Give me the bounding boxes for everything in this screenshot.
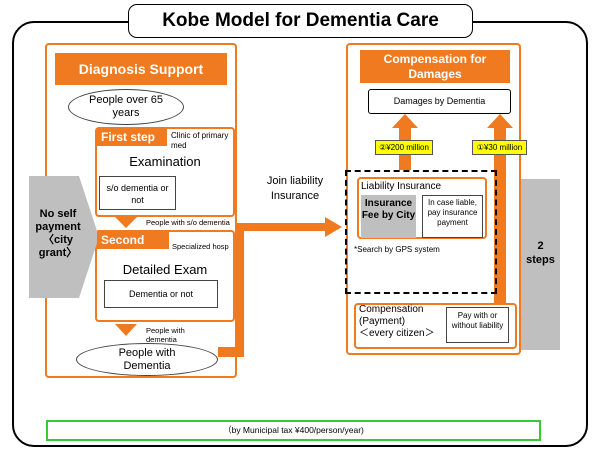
liability-dashed-frame: [345, 170, 497, 294]
no-self-line-2: payment: [35, 221, 81, 233]
in-case-liable-box: In case liable, pay insurance payment: [422, 195, 483, 238]
people-with-dementia-ellipse: People with Dementia: [76, 343, 218, 376]
compensation-line-1: Compensation: [359, 304, 424, 315]
second-step-note: Specialized hosp: [172, 242, 229, 251]
compensation-line-3: ＜every citizen＞: [359, 328, 435, 339]
no-self-payment-text: No self payment 〈city grant〉: [32, 208, 84, 260]
down-arrow-2: [115, 324, 137, 336]
two-steps-line-2: steps: [526, 254, 555, 266]
compensation-header: Compensation for Damages: [360, 50, 510, 83]
diagnosis-support-header: Diagnosis Support: [55, 53, 227, 85]
vertical-shaft-right: [494, 128, 506, 303]
badge-30-million: ①¥30 million: [472, 140, 527, 155]
link-note-1: People with s/o dementia: [146, 218, 230, 227]
damages-box: Damages by Dementia: [368, 89, 511, 114]
pay-with-box: Pay with or without liability: [446, 307, 509, 343]
first-step-result: s/o dementia or not: [99, 176, 176, 210]
no-self-line-1: No self: [39, 208, 77, 220]
down-arrow-1: [115, 217, 137, 228]
up-arrow-left: [392, 114, 418, 128]
gps-note: *Search by GPS system: [354, 245, 440, 254]
liability-title: Liability Insurance: [361, 181, 442, 192]
page-title: Kobe Model for Dementia Care: [128, 4, 473, 38]
second-step-result: Dementia or not: [104, 280, 218, 308]
no-self-payment-shape: [29, 176, 99, 298]
up-arrow-right: [487, 114, 513, 128]
people-over-65-ellipse: People over 65 years: [68, 89, 184, 125]
compensation-text: Compensation (Payment) ＜every citizen＞: [359, 304, 443, 340]
first-step-tab: First step: [97, 129, 167, 146]
no-self-line-3: 〈city: [43, 234, 73, 246]
municipal-tax-footer: （by Municipal tax ¥400/person/year): [46, 420, 541, 441]
insurance-fee-box: Insurance Fee by City: [361, 195, 416, 238]
detailed-exam-label: Detailed Exam: [122, 262, 208, 277]
two-steps-line-1: 2: [537, 240, 544, 252]
second-step-tab: Second step: [97, 232, 169, 264]
no-self-line-4: grant〉: [38, 247, 78, 259]
two-steps-panel: 2 steps: [521, 179, 560, 350]
first-step-note: Clinic of primary med: [171, 131, 229, 150]
join-arrow: [218, 217, 342, 357]
join-liability-label: Join liability Insurance: [266, 175, 324, 202]
badge-200-million: ②¥200 million: [375, 140, 433, 155]
link-note-2: People with dementia: [146, 326, 185, 344]
compensation-line-2: (Payment): [359, 316, 406, 327]
examination-label: Examination: [129, 154, 201, 169]
